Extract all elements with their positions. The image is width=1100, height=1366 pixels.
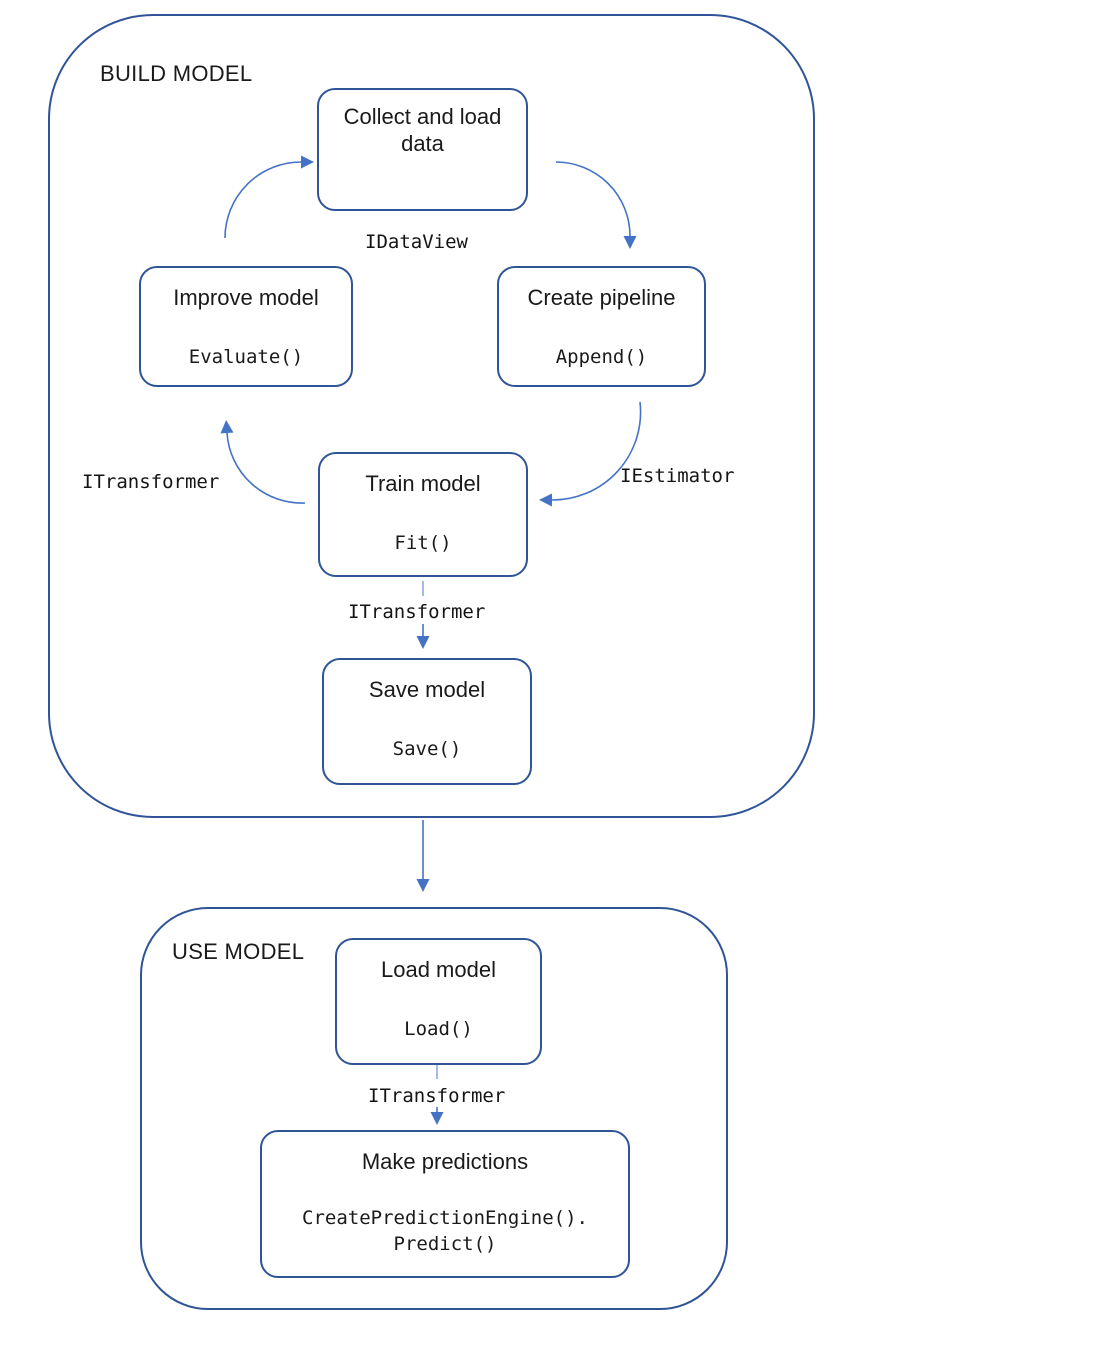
node-method: Load() xyxy=(404,1018,473,1040)
node-load-model: Load model Load() xyxy=(335,938,542,1065)
node-method-line2: Predict() xyxy=(393,1233,497,1255)
node-method-line1: CreatePredictionEngine(). xyxy=(302,1207,588,1229)
build-model-label: BUILD MODEL xyxy=(100,61,253,86)
edge-label-itransformer-mid: ITransformer xyxy=(348,601,486,623)
node-title: Save model xyxy=(368,677,486,702)
node-collect-and-load-data: Collect and load data xyxy=(317,88,528,211)
node-method: CreatePredictionEngine(). Predict() xyxy=(302,1205,588,1257)
node-improve-model: Improve model Evaluate() xyxy=(139,266,353,387)
node-method: Append() xyxy=(555,346,648,368)
node-title: Create pipeline xyxy=(527,285,676,310)
node-title: Load model xyxy=(381,957,496,982)
node-make-predictions: Make predictions CreatePredictionEngine(… xyxy=(260,1130,630,1278)
node-title: Improve model xyxy=(173,285,319,310)
node-save-model: Save model Save() xyxy=(322,658,532,785)
use-model-group xyxy=(140,907,728,1310)
edge-label-iestimator: IEstimator xyxy=(620,465,735,487)
node-method: Fit() xyxy=(394,532,452,554)
edge-label-itransformer-left: ITransformer xyxy=(82,471,220,493)
node-method: Evaluate() xyxy=(188,346,304,368)
build-model-group xyxy=(48,14,815,818)
node-title: Train model xyxy=(365,471,481,496)
node-title: Collect and load data xyxy=(343,104,502,156)
use-model-label: USE MODEL xyxy=(172,939,305,964)
edge-label-itransformer-use: ITransformer xyxy=(368,1085,506,1107)
node-train-model: Train model Fit() xyxy=(318,452,528,577)
node-method: Save() xyxy=(392,738,462,760)
edge-label-idataview: IDataView xyxy=(365,231,468,253)
node-create-pipeline: Create pipeline Append() xyxy=(497,266,706,387)
node-title: Make predictions xyxy=(361,1149,529,1174)
